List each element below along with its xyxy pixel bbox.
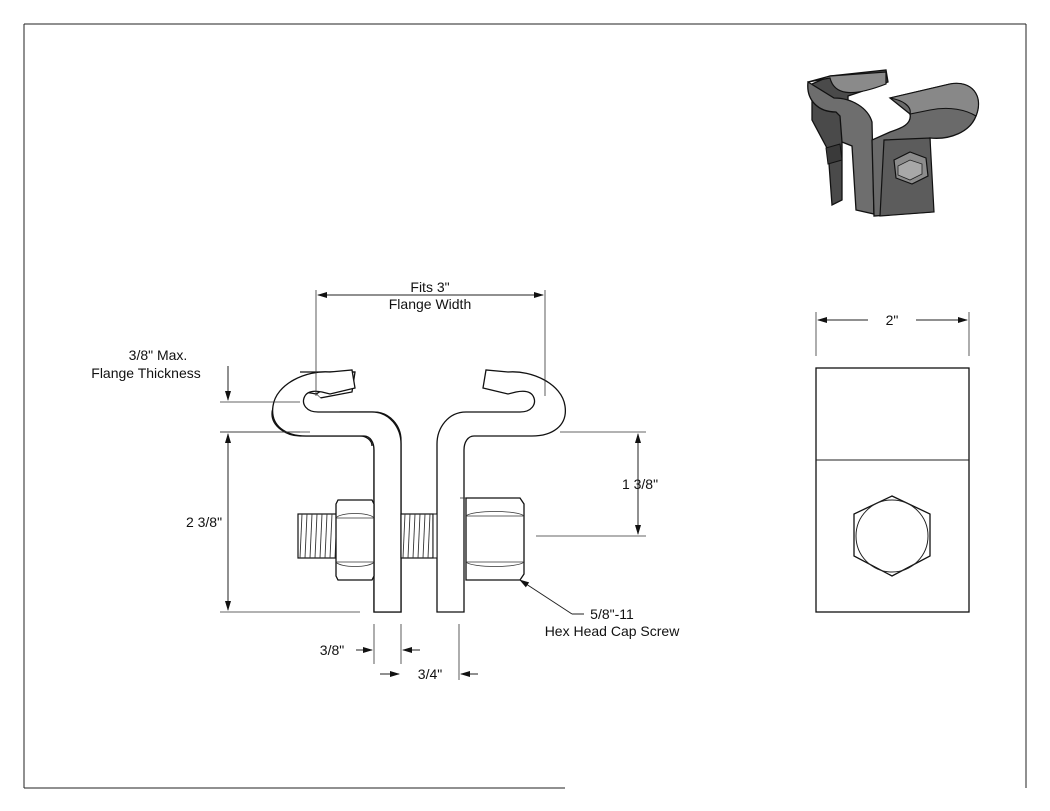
sheet-border (23, 23, 1027, 789)
dimensions-front (220, 290, 646, 680)
isometric-clamp-view (807, 69, 980, 217)
side-width-label: 2" (886, 312, 899, 328)
gap-label: 3/4" (418, 666, 442, 682)
middle-thread (400, 513, 438, 559)
flange-width-label-1: Fits 3" (410, 279, 449, 295)
flange-thickness-label-1: 3/8" Max. (129, 347, 188, 363)
side-hex-head (853, 495, 931, 577)
left-nut (335, 499, 375, 581)
right-j-hook (436, 369, 566, 613)
flange-width-label-2: Flange Width (389, 296, 471, 312)
screw-label-1: 5/8"-11 (590, 606, 634, 622)
left-thread (297, 513, 341, 559)
bolt-height-label: 1 3/8" (622, 476, 658, 492)
right-hex-head (465, 497, 525, 581)
overall-height-label: 2 3/8" (186, 514, 222, 530)
side-view (815, 312, 970, 613)
flange-thickness-label-2: Flange Thickness (91, 365, 200, 381)
material-thickness-label: 3/8" (320, 642, 344, 658)
screw-label-2: Hex Head Cap Screw (545, 623, 681, 639)
dimension-labels: Fits 3" Flange Width 3/8" Max. Flange Th… (91, 279, 898, 682)
front-view (271, 369, 566, 613)
